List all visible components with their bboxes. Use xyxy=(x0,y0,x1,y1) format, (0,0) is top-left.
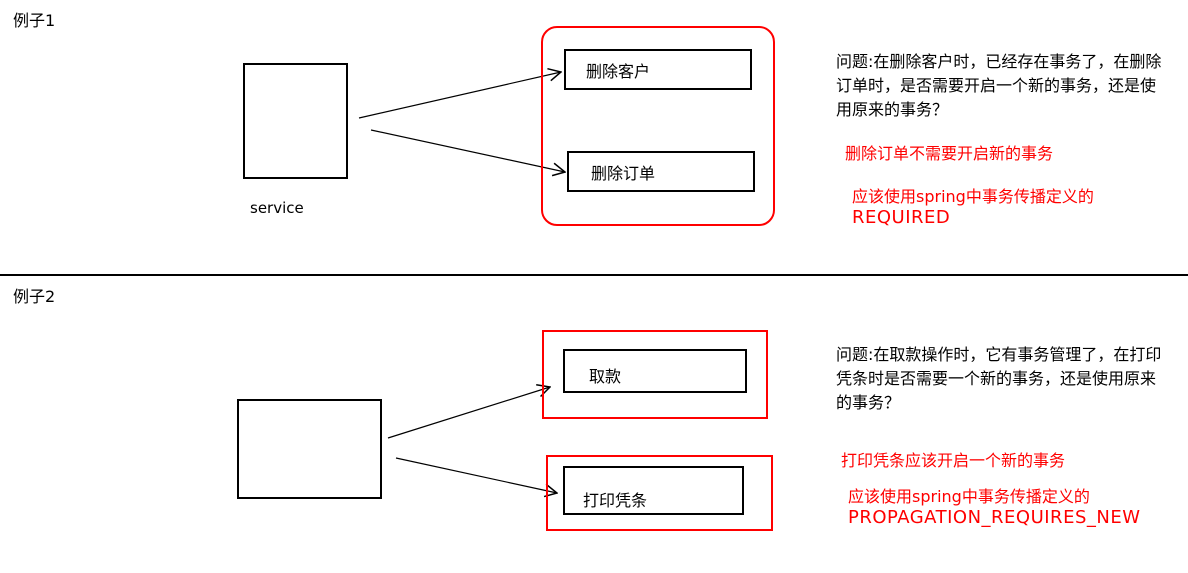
service-box xyxy=(243,63,348,179)
example1-answer-note: 删除订单不需要开启新的事务 xyxy=(845,144,1054,163)
print-receipt-group-box xyxy=(546,455,773,531)
withdraw-group-box xyxy=(542,330,768,419)
example1-transaction-group-box xyxy=(541,26,775,226)
delete-customer-box: 删除客户 xyxy=(564,49,752,90)
example1-question-line3: 用原来的事务？ xyxy=(836,100,949,119)
example1-question-line2: 订单时，是否需要开启一个新的事务，还是使 xyxy=(836,76,1157,95)
example1-solution-line2: REQUIRED xyxy=(852,207,951,228)
example2-question-line1: 问题:在取款操作时，它有事务管理了，在打印 xyxy=(836,345,1162,364)
example2-answer-note: 打印凭条应该开启一个新的事务 xyxy=(841,451,1066,470)
example2-title: 例子2 xyxy=(13,287,56,306)
example1-solution-line1: 应该使用spring中事务传播定义的 xyxy=(852,187,1094,206)
example2-question-line2: 凭条时是否需要一个新的事务，还是使用原来 xyxy=(836,369,1157,388)
service-box-label: service xyxy=(250,199,304,217)
delete-order-label: 删除订单 xyxy=(591,163,656,183)
example2-question: 问题:在取款操作时，它有事务管理了，在打印 凭条时是否需要一个新的事务，还是使用… xyxy=(836,343,1161,415)
example1-question-line1: 问题:在删除客户时，已经存在事务了，在删除 xyxy=(836,52,1162,71)
example1-question: 问题:在删除客户时，已经存在事务了，在删除 订单时，是否需要开启一个新的事务，还… xyxy=(836,50,1161,122)
arrow-service-to-delete-order xyxy=(370,129,565,172)
print-receipt-label: 打印凭条 xyxy=(583,491,648,510)
arrow-service-to-delete-customer xyxy=(358,72,561,119)
example1-solution-note: 应该使用spring中事务传播定义的 REQUIRED xyxy=(852,187,1094,229)
delete-order-box: 删除订单 xyxy=(567,151,755,192)
withdraw-box: 取款 xyxy=(563,349,747,393)
caller-box xyxy=(237,399,382,499)
example2-solution-note: 应该使用spring中事务传播定义的 PROPAGATION_REQUIRES_… xyxy=(848,487,1141,529)
section-divider xyxy=(0,274,1188,276)
arrow-caller-to-withdraw xyxy=(387,387,550,439)
example1-title: 例子1 xyxy=(13,11,56,30)
example2-solution-line1: 应该使用spring中事务传播定义的 xyxy=(848,487,1090,506)
withdraw-label: 取款 xyxy=(589,367,622,386)
print-receipt-box: 打印凭条 xyxy=(563,466,744,515)
delete-customer-label: 删除客户 xyxy=(586,61,651,81)
arrow-caller-to-print-receipt xyxy=(395,457,557,493)
example2-solution-line2: PROPAGATION_REQUIRES_NEW xyxy=(848,507,1141,528)
example2-question-line3: 的事务？ xyxy=(836,393,901,412)
